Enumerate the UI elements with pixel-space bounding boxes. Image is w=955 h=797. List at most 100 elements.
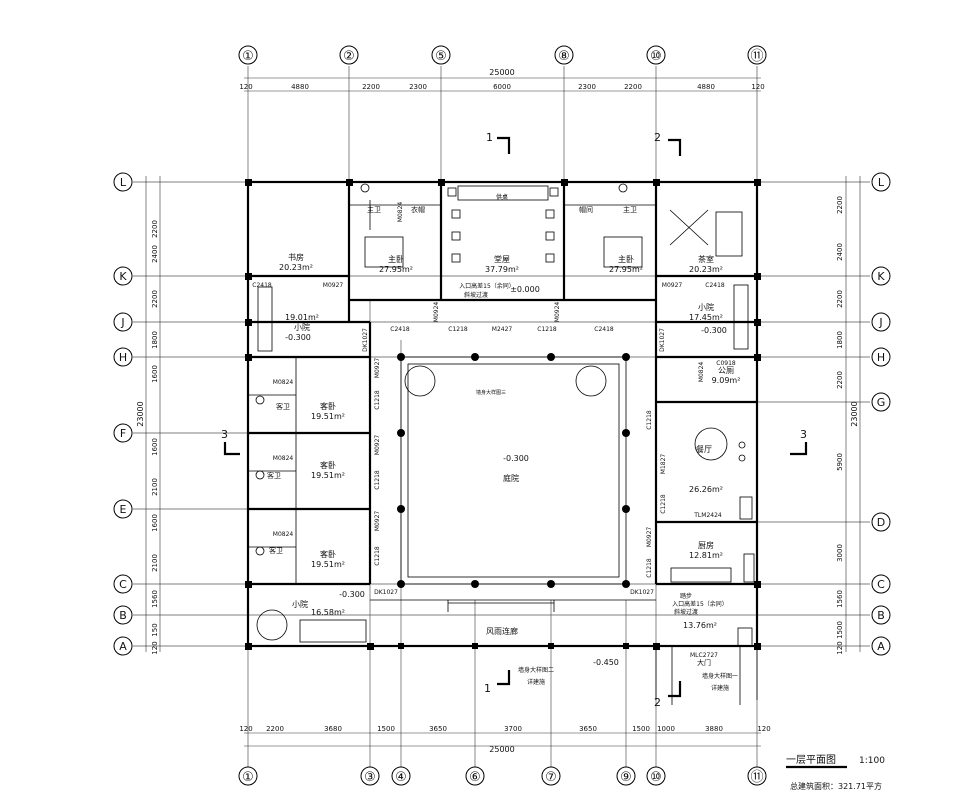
code-c1218-e1: C1218 (646, 410, 653, 430)
dim-left-1: 2400 (151, 245, 159, 263)
room-study-area: 20.23m² (279, 263, 313, 272)
grid-lines (133, 66, 870, 768)
axis-bubbles-right: L K J H G D C B A (871, 172, 891, 656)
code-m0927-e: M0927 (646, 527, 653, 548)
dim-left-7: 1600 (151, 514, 159, 532)
dimension-bottom: 120 2200 3680 1500 3650 3700 3650 1500 1… (239, 725, 770, 754)
code-m0924-r: M0924 (554, 302, 561, 323)
axis-bot-9: ⑨ (620, 770, 632, 785)
label-entrance-steps: 踏步 (680, 592, 692, 600)
room-yard-sw-name: 小院 (292, 599, 308, 609)
room-kitchen-name: 厨房 (698, 540, 714, 550)
axis-right-G: G (877, 396, 886, 409)
label-closet-right: 帽间 (579, 205, 593, 214)
dim-right-6: 3000 (836, 544, 844, 562)
room-courtyard-name: 庭院 (503, 473, 519, 483)
label-guest-bath-3: 客卫 (269, 546, 283, 555)
axis-right-K: K (877, 270, 885, 283)
code-m0824-g3: M0824 (273, 531, 294, 538)
code-mlc2727: MLC2727 (690, 652, 718, 659)
axis-right-C: C (877, 578, 885, 591)
room-kitchen-area: 12.81m² (689, 551, 723, 560)
dim-left-11: 120 (151, 641, 159, 654)
dim-top-0: 120 (239, 83, 252, 91)
dim-bot-0: 120 (239, 725, 252, 733)
axis-bot-7: ⑦ (545, 770, 557, 785)
label-offering-table: 供桌 (496, 193, 508, 201)
room-master-left-area: 27.95m² (379, 265, 413, 274)
dim-left-0: 2200 (151, 220, 159, 238)
axis-top-2: ② (343, 49, 355, 64)
dim-right-7: 1560 (836, 590, 844, 608)
axis-left-H: H (119, 351, 127, 364)
axis-bot-6: ⑥ (469, 770, 481, 785)
dim-right-0: 2200 (836, 196, 844, 214)
code-m0927-ne: M0927 (662, 282, 683, 289)
room-labels: 书房 20.23m² 主卧 27.95m² 堂屋 37.79m² 主卧 27.9… (279, 252, 740, 636)
dim-left-6: 2100 (151, 478, 159, 496)
label-wall-detail-2: 墙身大样图二 (518, 666, 554, 674)
code-c0918: C0918 (716, 360, 736, 367)
dim-bot-7: 1500 (632, 725, 650, 733)
code-m1827: M1827 (660, 454, 667, 475)
axis-bubbles-top: ① ② ⑤ ⑧ ⑩ ⑪ (238, 45, 767, 65)
code-c1218-e3: C1218 (646, 558, 653, 578)
axis-bot-4: ④ (395, 770, 407, 785)
code-m0927-nw: M0927 (323, 282, 344, 289)
section-1-top: 1 (486, 131, 493, 144)
code-m0824-g2: M0824 (273, 455, 294, 462)
drawing-scale: 1:100 (859, 756, 885, 766)
axis-left-J: J (120, 316, 124, 329)
level-courtyard: -0.300 (503, 454, 529, 463)
room-yard-sw-area: 16.58m² (311, 608, 345, 617)
section-3-left: 3 (221, 428, 228, 441)
dim-bot-9: 3880 (705, 725, 723, 733)
dim-top-total: 25000 (489, 68, 514, 77)
code-m0927-g2: M0927 (374, 435, 381, 456)
label-entrance-top-ramp: 斜坡过渡 (464, 291, 488, 299)
code-m0824-n: M0824 (397, 202, 404, 223)
total-area: 总建筑面积：321.71平方 (790, 781, 882, 791)
code-m0824-e: M0824 (698, 362, 705, 383)
room-yard-nw-name: 小院 (294, 322, 310, 332)
room-master-left-name: 主卧 (388, 254, 404, 264)
label-entrance-bottom-ramp: 斜坡过渡 (674, 608, 698, 616)
axis-bubbles-bottom: ① ③ ④ ⑥ ⑦ ⑨ ⑩ ⑪ (238, 766, 767, 786)
dim-bot-8: 1000 (657, 725, 675, 733)
drawing-title: 一层平面图 (786, 754, 836, 766)
room-hall-area: 37.79m² (485, 265, 519, 274)
dim-right-total: 23000 (850, 401, 859, 426)
room-wc-area: 9.09m² (712, 376, 741, 385)
room-master-right-area: 27.95m² (609, 265, 643, 274)
code-c2418-r: C2418 (594, 326, 614, 333)
dim-left-total: 23000 (136, 401, 145, 426)
room-guest1-area: 19.51m² (311, 412, 345, 421)
dim-right-9: 120 (836, 641, 844, 654)
code-c1218-r: C1218 (537, 326, 557, 333)
dim-bot-4: 3650 (429, 725, 447, 733)
level-yard-sw: -0.300 (339, 590, 365, 599)
axis-left-E: E (120, 503, 127, 516)
dim-top-3: 2300 (409, 83, 427, 91)
axis-bot-11: ⑪ (750, 770, 763, 785)
code-c2418-l: C2418 (390, 326, 410, 333)
room-yard-ne-name: 小院 (698, 302, 714, 312)
room-guest3-area: 19.51m² (311, 560, 345, 569)
dim-top-6: 2200 (624, 83, 642, 91)
dim-right-3: 1800 (836, 331, 844, 349)
label-bath-left: 主卫 (367, 205, 381, 214)
label-wall-detail-3: 墙身大样图三 (476, 389, 506, 396)
code-c1218-g3: C1218 (374, 546, 381, 566)
title-block: 一层平面图 1:100 总建筑面积：321.71平方 (786, 754, 885, 791)
axis-top-8: ⑧ (558, 49, 570, 64)
level-outside: -0.450 (593, 658, 619, 667)
axis-bot-10: ⑩ (650, 770, 662, 785)
axis-left-C: C (119, 578, 127, 591)
dim-left-5: 1600 (151, 438, 159, 456)
label-guest-bath-2: 客卫 (267, 471, 281, 480)
dim-right-5: 5900 (836, 453, 844, 471)
room-entry-area: 13.76m² (683, 621, 717, 630)
dim-top-1: 4880 (291, 83, 309, 91)
room-study-name: 书房 (288, 252, 304, 262)
